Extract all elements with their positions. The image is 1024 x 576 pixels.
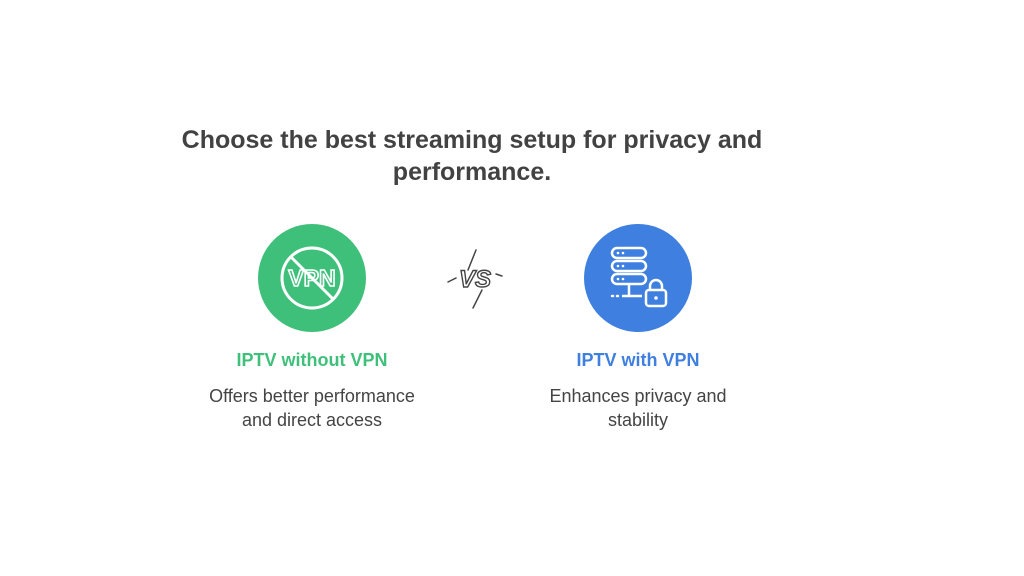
page-title: Choose the best streaming setup for priv… (172, 124, 772, 188)
desc-line-1: Enhances privacy and (549, 386, 727, 406)
desc-line-2: stability (607, 410, 669, 430)
no-vpn-icon-text: VPN (288, 265, 335, 291)
desc-line-2: and direct access (241, 410, 383, 430)
title-line-2: performance. (392, 158, 552, 186)
no-vpn-icon: VPN (258, 224, 366, 332)
versus-label: VS (459, 266, 491, 293)
option-without-vpn: VPN IPTV without VPN Offers better perfo… (182, 224, 442, 432)
desc-line-1: Offers better performance (209, 386, 415, 406)
title-line-1: Choose the best streaming setup for priv… (181, 126, 763, 154)
option-with-vpn-title: IPTV with VPN (576, 350, 700, 370)
option-without-vpn-title: IPTV without VPN (236, 350, 388, 370)
option-without-vpn-description: Offers better performance and direct acc… (182, 384, 442, 432)
option-with-vpn-description: Enhances privacy and stability (508, 384, 768, 432)
option-with-vpn: IPTV with VPN Enhances privacy and stabi… (508, 224, 768, 432)
versus-icon: VS (440, 244, 510, 314)
server-lock-icon (584, 224, 692, 332)
